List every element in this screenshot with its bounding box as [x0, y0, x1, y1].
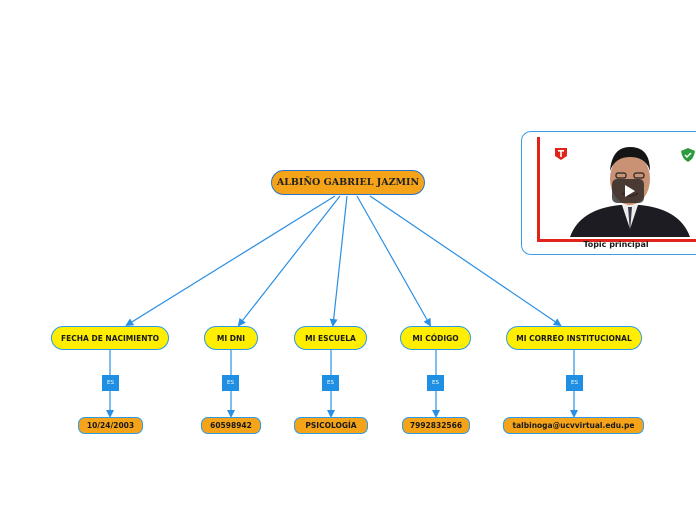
relation-label-fecha[interactable]: ES: [102, 375, 119, 391]
edge-root-escuela: [329, 195, 348, 327]
play-button[interactable]: [612, 179, 644, 203]
relation-label-correo[interactable]: ES: [566, 375, 583, 391]
topic-mi-dni[interactable]: MI DNI: [204, 326, 258, 350]
value-dni[interactable]: 60598942: [201, 417, 261, 434]
topic-fecha-de-nacimiento[interactable]: FECHA DE NACIMIENTO: [51, 326, 169, 350]
shield-logo-icon: [681, 148, 695, 162]
value-correo[interactable]: talbinoga@ucvvirtual.edu.pe: [503, 417, 644, 434]
edge-root-codigo: [356, 195, 431, 327]
topic-mi-codigo[interactable]: MI CÓDIGO: [400, 326, 471, 350]
video-topic-card[interactable]: Topic principal: [521, 131, 696, 255]
play-icon: [624, 185, 635, 197]
root-topic[interactable]: ALBIÑO GABRIEL JAZMIN: [271, 170, 425, 195]
relation-label-escuela[interactable]: ES: [322, 375, 339, 391]
edge-root-fecha: [125, 195, 336, 327]
relation-label-codigo[interactable]: ES: [427, 375, 444, 391]
topic-mi-correo-institucional[interactable]: MI CORREO INSTITUCIONAL: [506, 326, 642, 350]
video-caption: Topic principal: [583, 240, 649, 249]
value-codigo[interactable]: 7992832566: [402, 417, 470, 434]
topic-mi-escuela[interactable]: MI ESCUELA: [294, 326, 367, 350]
value-fecha[interactable]: 10/24/2003: [78, 417, 143, 434]
university-logo-icon: [555, 148, 567, 160]
relation-label-dni[interactable]: ES: [222, 375, 239, 391]
video-thumbnail[interactable]: [537, 137, 696, 242]
value-escuela[interactable]: PSICOLOGÍA: [294, 417, 368, 434]
edge-root-dni: [237, 195, 341, 327]
edge-root-correo: [369, 195, 562, 327]
